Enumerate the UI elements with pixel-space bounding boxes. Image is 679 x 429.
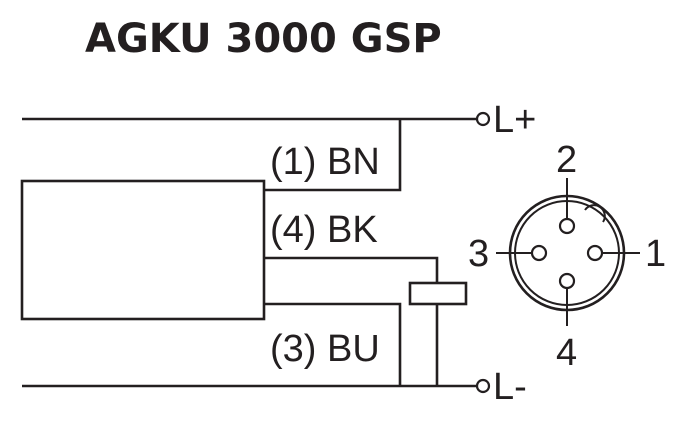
terminal-negative-circle bbox=[475, 378, 491, 394]
pin-2 bbox=[558, 217, 576, 235]
wire-bn bbox=[264, 119, 402, 192]
connector-coding-key bbox=[584, 204, 606, 223]
terminal-positive-label: L+ bbox=[493, 99, 536, 141]
wire-bk bbox=[264, 256, 439, 283]
terminal-negative-label: L- bbox=[493, 366, 527, 408]
terminal-positive-circle bbox=[475, 111, 491, 127]
wire-bk-label: (4) BK bbox=[270, 209, 378, 251]
connector-face: 2 3 1 4 bbox=[468, 139, 666, 374]
pin-1-label: 1 bbox=[645, 233, 666, 275]
diagram-title: AGKU 3000 GSP bbox=[85, 16, 442, 62]
pin-3-label: 3 bbox=[468, 233, 489, 275]
pin-4 bbox=[558, 272, 576, 290]
wire-bn-label: (1) BN bbox=[270, 141, 380, 183]
pin-3 bbox=[530, 244, 548, 262]
pin-4-label: 4 bbox=[556, 332, 577, 374]
wire-bu-label: (3) BU bbox=[270, 328, 380, 370]
sensor-body bbox=[20, 179, 266, 321]
pin-1 bbox=[586, 244, 604, 262]
wire-bu bbox=[264, 302, 402, 386]
pin-2-label: 2 bbox=[556, 139, 577, 181]
load-resistor bbox=[408, 281, 468, 306]
